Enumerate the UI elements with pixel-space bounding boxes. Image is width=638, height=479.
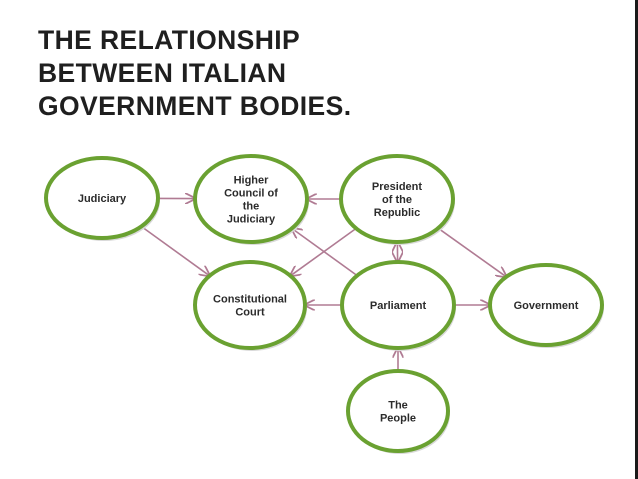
node-label-line: Judiciary: [78, 193, 127, 205]
node-label-line: Higher: [234, 175, 270, 187]
node-ellipse: [193, 154, 309, 244]
node-label-line: Constitutional: [213, 294, 287, 306]
node-label-line: Judiciary: [227, 214, 276, 226]
node-ellipse: [488, 263, 604, 347]
node-ellipse: [340, 260, 456, 350]
node-ellipse: [339, 154, 455, 244]
node-ellipse: [346, 369, 450, 453]
title-line-3: GOVERNMENT BODIES.: [38, 91, 352, 121]
node-label: Parliament: [370, 300, 427, 312]
node-parliament: Parliament: [340, 260, 456, 351]
slide-title: THE RELATIONSHIP BETWEEN ITALIAN GOVERNM…: [38, 24, 458, 123]
node-label: Government: [514, 300, 579, 312]
node-label-line: Government: [514, 300, 579, 312]
arrow-parliament-to-higher-council: [292, 228, 358, 277]
title-line-1: THE RELATIONSHIP: [38, 25, 301, 55]
node-judiciary: Judiciary: [44, 156, 160, 241]
node-label-line: Republic: [374, 207, 420, 219]
node-label-line: People: [380, 413, 416, 425]
node-ellipse: [193, 260, 307, 350]
arrow-president-to-government: [437, 227, 506, 277]
title-line-2: BETWEEN ITALIAN: [38, 58, 287, 88]
arrow-judiciary-to-constitutional-court: [140, 225, 209, 276]
node-label: Judiciary: [78, 193, 127, 205]
node-label-line: Council of: [224, 188, 278, 200]
node-label-line: Parliament: [370, 300, 427, 312]
node-label-line: President: [372, 181, 422, 193]
node-label-line: The: [388, 400, 408, 412]
node-label-line: of the: [382, 194, 412, 206]
node-label-line: Court: [235, 307, 265, 319]
slide-edge-bar: [635, 0, 638, 479]
node-label-line: the: [243, 201, 260, 213]
node-government: Government: [488, 263, 604, 348]
node-ellipse: [44, 156, 160, 240]
edges-layer: [140, 198, 506, 371]
